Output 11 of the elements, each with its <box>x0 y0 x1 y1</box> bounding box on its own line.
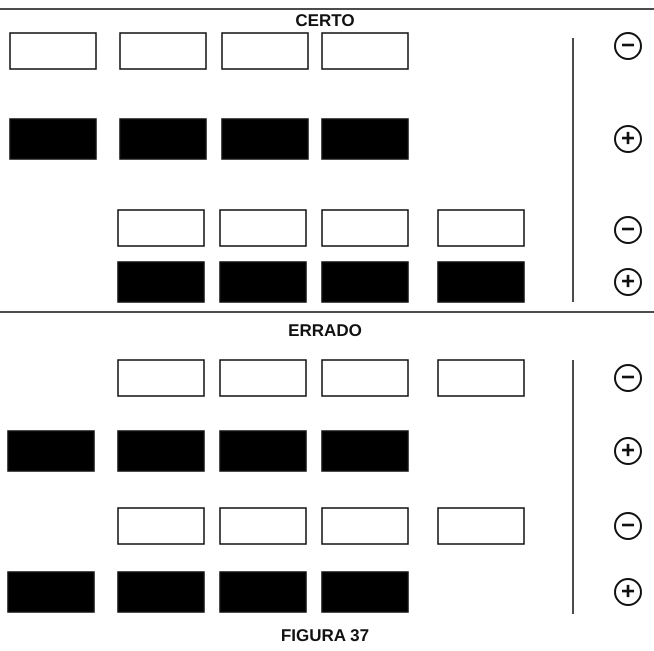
polarity-sign: − <box>614 32 642 60</box>
polarity-sign: − <box>614 512 642 540</box>
figure-caption: FIGURA 37 <box>280 626 370 646</box>
polarity-sign: + <box>614 268 642 296</box>
polarity-sign: − <box>614 364 642 392</box>
polarity-sign: + <box>614 437 642 465</box>
polarity-sign: + <box>614 578 642 606</box>
polarity-sign: + <box>614 125 642 153</box>
section-heading: CERTO <box>295 11 355 31</box>
section-heading: ERRADO <box>288 321 362 341</box>
polarity-sign: − <box>614 216 642 244</box>
